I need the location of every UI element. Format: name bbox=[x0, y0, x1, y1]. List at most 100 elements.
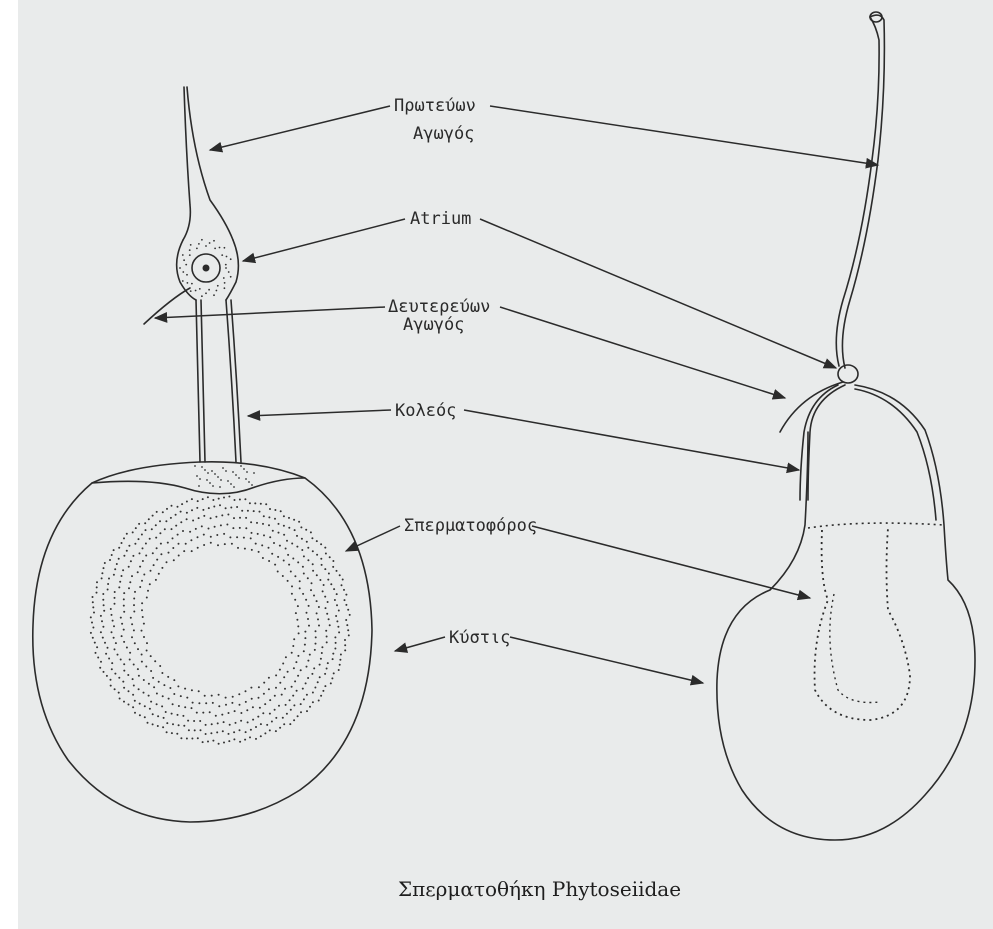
stipple-dot bbox=[101, 572, 103, 574]
stipple-dot bbox=[212, 499, 214, 501]
stipple-dot bbox=[225, 507, 227, 509]
stipple-dot bbox=[133, 685, 135, 687]
stipple-dot bbox=[133, 598, 135, 600]
stipple-dot bbox=[150, 670, 152, 672]
stipple-dot bbox=[274, 518, 276, 520]
stipple-dot bbox=[229, 536, 231, 538]
stipple-dot bbox=[224, 287, 226, 289]
stipple-dot bbox=[292, 695, 294, 697]
stipple-dot bbox=[312, 701, 314, 703]
stipple-dot bbox=[324, 596, 326, 598]
stipple-dot bbox=[244, 739, 246, 741]
stipple-dot bbox=[148, 695, 150, 697]
stipple-dot bbox=[293, 667, 295, 669]
stipple-dot bbox=[298, 521, 300, 523]
stipple-dot bbox=[110, 608, 112, 610]
stipple-dot bbox=[262, 712, 264, 714]
stipple-dot bbox=[296, 546, 298, 548]
stipple-dot bbox=[114, 603, 116, 605]
stipple-dot bbox=[249, 736, 251, 738]
stipple-dot bbox=[225, 264, 227, 266]
stipple-dot bbox=[296, 535, 298, 537]
stipple-dot bbox=[251, 484, 253, 486]
stipple-dot bbox=[300, 526, 302, 528]
stipple-dot bbox=[177, 506, 179, 508]
stipple-dot bbox=[333, 672, 335, 674]
stipple-dot bbox=[131, 575, 133, 577]
stipple-dot bbox=[182, 715, 184, 717]
stipple-dot bbox=[182, 280, 184, 282]
stipple-dot bbox=[121, 635, 123, 637]
stipple-dot bbox=[345, 604, 347, 606]
stipple-dot bbox=[230, 258, 232, 260]
stipple-dot bbox=[128, 587, 130, 589]
stipple-dot bbox=[168, 698, 170, 700]
stipple-dot bbox=[112, 620, 114, 622]
stipple-dot bbox=[320, 658, 322, 660]
stipple-dot bbox=[218, 705, 220, 707]
stipple-dot bbox=[268, 560, 270, 562]
stipple-dot bbox=[201, 525, 203, 527]
stipple-dot bbox=[297, 561, 299, 563]
label-primary-duct-line2: Αγωγός bbox=[413, 124, 474, 144]
stipple-dot bbox=[141, 661, 143, 663]
stipple-dot bbox=[208, 528, 210, 530]
stipple-dot bbox=[306, 541, 308, 543]
stipple-dot bbox=[268, 547, 270, 549]
stipple-dot bbox=[225, 470, 227, 472]
stipple-dot bbox=[155, 524, 157, 526]
stipple-dot bbox=[189, 249, 191, 251]
stipple-dot bbox=[263, 534, 265, 536]
stipple-dot bbox=[150, 570, 152, 572]
stipple-dot bbox=[111, 668, 113, 670]
stipple-dot bbox=[347, 629, 349, 631]
stipple-dot bbox=[178, 705, 180, 707]
stipple-dot bbox=[259, 511, 261, 513]
stipple-dot bbox=[197, 737, 199, 739]
stipple-dot bbox=[293, 519, 295, 521]
stipple-dot bbox=[230, 483, 232, 485]
stipple-dot bbox=[165, 520, 167, 522]
stipple-dot bbox=[178, 543, 180, 545]
stipple-dot bbox=[348, 634, 350, 636]
stipple-dot bbox=[207, 496, 209, 498]
stipple-dot bbox=[159, 665, 161, 667]
stipple-dot bbox=[127, 674, 129, 676]
stipple-dot bbox=[224, 282, 226, 284]
stipple-dot bbox=[190, 290, 192, 292]
stipple-dot bbox=[202, 741, 204, 743]
stipple-dot bbox=[292, 558, 294, 560]
stipple-dot bbox=[146, 597, 148, 599]
stipple-dot bbox=[304, 644, 306, 646]
stipple-dot bbox=[220, 524, 222, 526]
stipple-dot bbox=[216, 731, 218, 733]
stipple-dot bbox=[288, 564, 290, 566]
stipple-dot bbox=[217, 476, 219, 478]
stipple-dot bbox=[323, 584, 325, 586]
stipple-dot bbox=[143, 623, 145, 625]
stipple-dot bbox=[223, 721, 225, 723]
stipple-dot bbox=[180, 521, 182, 523]
stipple-dot bbox=[287, 671, 289, 673]
stipple-dot bbox=[212, 702, 214, 704]
stipple-dot bbox=[326, 636, 328, 638]
stipple-dot bbox=[133, 629, 135, 631]
stipple-dot bbox=[154, 660, 156, 662]
stipple-dot bbox=[309, 706, 311, 708]
stipple-dot bbox=[207, 741, 209, 743]
stipple-dot bbox=[291, 652, 293, 654]
stipple-dot bbox=[197, 536, 199, 538]
stipple-dot bbox=[250, 687, 252, 689]
stipple-dot bbox=[268, 524, 270, 526]
stipple-dot bbox=[121, 575, 123, 577]
stipple-dot bbox=[274, 695, 276, 697]
stipple-dot bbox=[275, 687, 277, 689]
stipple-dot bbox=[214, 526, 216, 528]
stipple-dot bbox=[332, 658, 334, 660]
stipple-dot bbox=[111, 614, 113, 616]
stipple-dot bbox=[139, 552, 141, 554]
stipple-dot bbox=[107, 583, 109, 585]
stipple-dot bbox=[190, 244, 192, 246]
stipple-dot bbox=[192, 702, 194, 704]
